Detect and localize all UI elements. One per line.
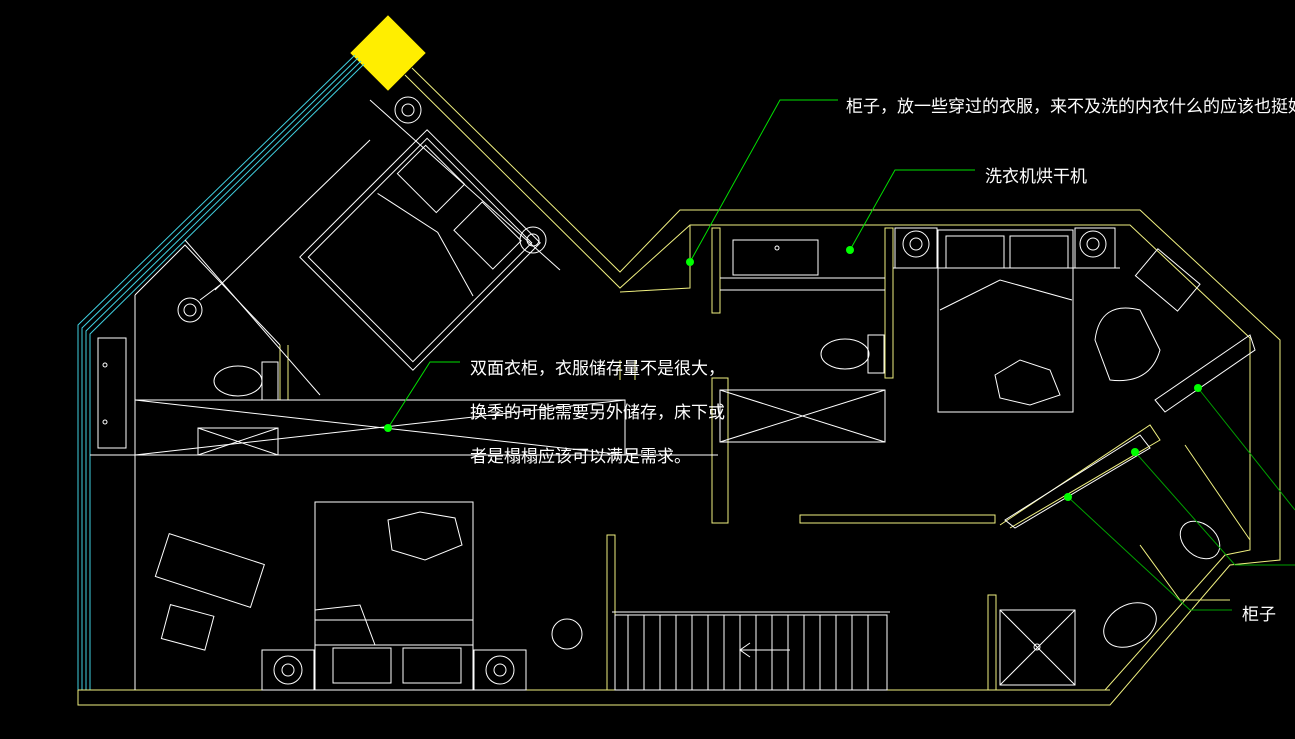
- interior-walls: [279, 227, 1251, 691]
- fan-icon: [894, 227, 938, 269]
- desk-chair: [154, 532, 265, 651]
- annotation-cabinet-top: 柜子，放一些穿过的衣服，来不及洗的内衣什么的应该也挺好: [846, 97, 1295, 117]
- desk-right: [1094, 248, 1201, 382]
- bed-top-left: [299, 129, 541, 371]
- window-lines: [77, 54, 365, 690]
- annotation-cabinet-right: 柜子: [1242, 605, 1276, 625]
- bed-bottom: [314, 501, 474, 691]
- marker-square: [350, 15, 426, 91]
- vanity-sink: [732, 239, 819, 276]
- annotation-washer-dryer: 洗衣机烘干机: [985, 167, 1087, 187]
- fan-icon: [473, 649, 527, 691]
- stool: [551, 618, 583, 650]
- staircase: [612, 611, 890, 691]
- fan-units: [261, 96, 1116, 691]
- leader-lines: [384, 99, 1295, 611]
- diagonal-cabinets: [1004, 334, 1256, 529]
- fan-icon: [394, 96, 422, 124]
- toilet-right: [1179, 520, 1221, 560]
- toilet-left: [213, 361, 279, 401]
- fan-icon: [519, 226, 547, 254]
- shower-drain: [177, 284, 221, 323]
- annotation-wardrobe-line2: 换季的可能需要另外储存，床下或: [470, 403, 725, 423]
- fan-icon: [261, 649, 315, 691]
- annotation-wardrobe-line3: 者是榻榻应该可以满足需求。: [470, 447, 691, 467]
- toilet-center: [820, 334, 885, 374]
- bed-top-right: [937, 229, 1074, 413]
- washbasin: [1103, 602, 1157, 648]
- annotation-wardrobe-line1: 双面衣柜，衣服储存量不是很大，: [470, 359, 725, 379]
- shower-bottom: [999, 609, 1076, 686]
- closet-center: [719, 389, 886, 443]
- slim-cabinet: [97, 337, 127, 449]
- double-wardrobe: [134, 399, 626, 456]
- outer-walls: [77, 67, 1281, 706]
- fan-icon: [1074, 227, 1116, 269]
